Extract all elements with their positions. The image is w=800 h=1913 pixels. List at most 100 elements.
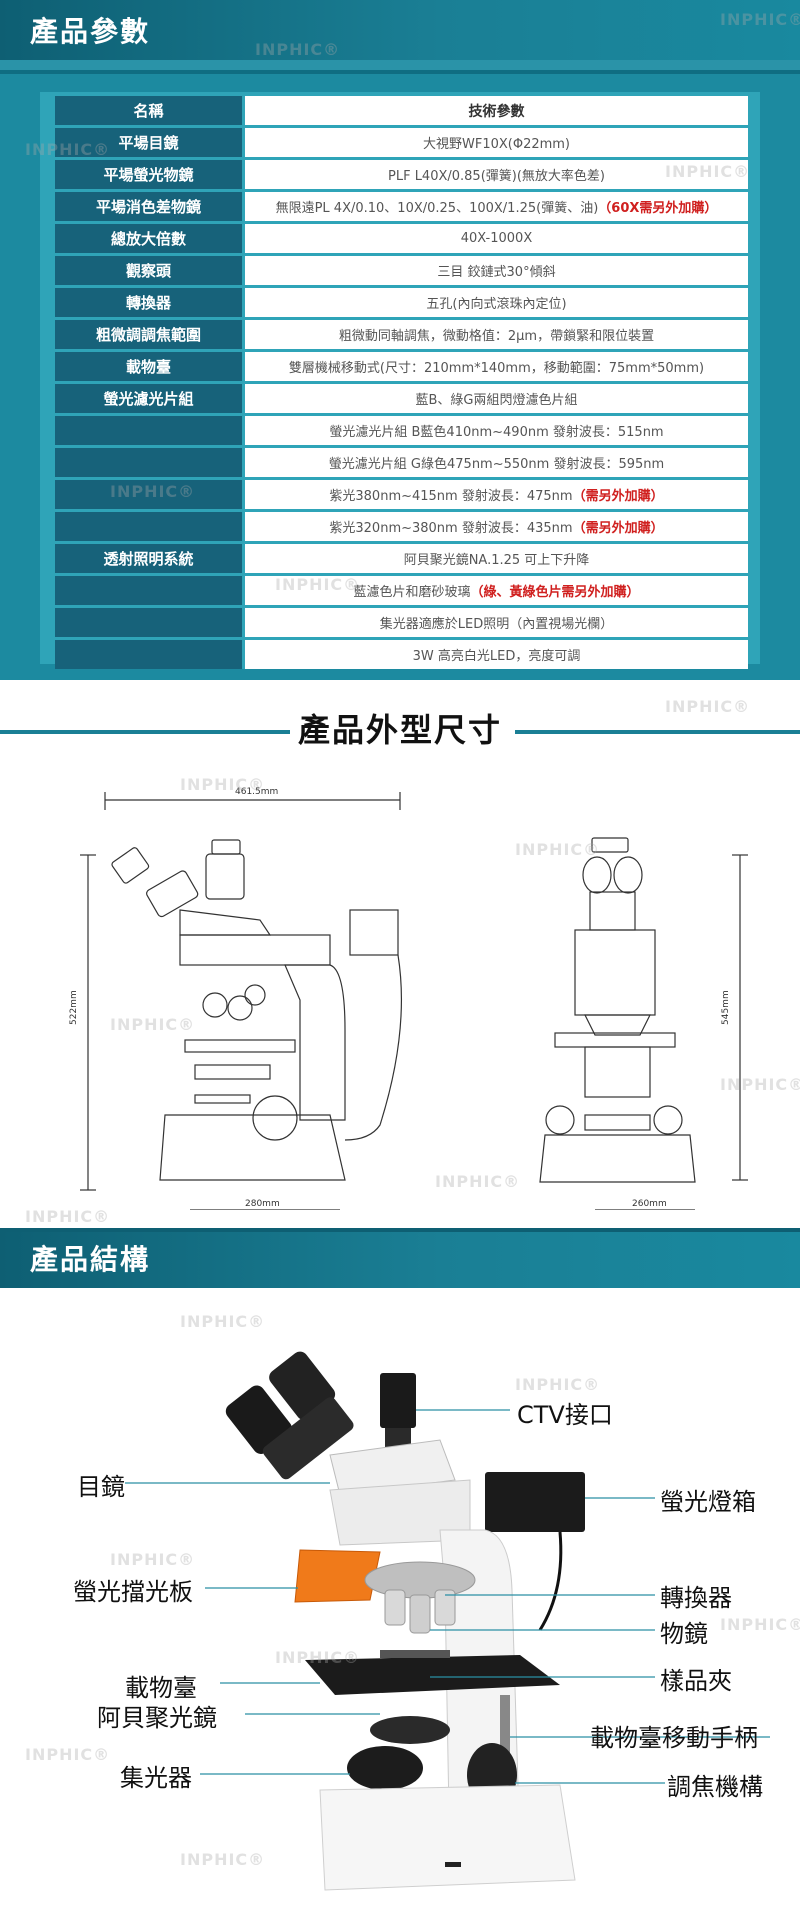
structure-header: 產品結構 xyxy=(0,1228,800,1288)
spec-key: 總放大倍數 xyxy=(55,224,245,253)
watermark: INPHIC® xyxy=(665,162,751,181)
watermark: INPHIC® xyxy=(275,1648,361,1667)
label-shield: 螢光擋光板 xyxy=(73,1578,193,1606)
spec-row: 透射照明系統 阿貝聚光鏡NA.1.25 可上下升降 xyxy=(55,544,748,573)
spec-key xyxy=(55,416,245,445)
spec-value: 阿貝聚光鏡NA.1.25 可上下升降 xyxy=(245,544,748,573)
params-header-bar xyxy=(0,60,800,72)
label-stage: 載物臺 xyxy=(125,1674,197,1702)
spec-value: 雙層機械移動式(尺寸：210mm*140mm，移動範圍：75mm*50mm) xyxy=(245,352,748,381)
label-focus: 調焦機構 xyxy=(667,1773,763,1801)
spec-value: 紫光320nm~380nm 發射波長：435nm（需另外加購） xyxy=(245,512,748,541)
spec-table: 名稱 技術參數 平場目鏡大視野WF10X(Φ22mm) 平場螢光物鏡 PLF L40… xyxy=(55,93,748,672)
spec-row: 粗微調調焦範圍粗微動同軸調焦，微動格值：2μm，帶鎖緊和限位裝置 xyxy=(55,320,748,349)
spec-row: 螢光濾光片組 藍B、綠G兩組閃燈濾色片組 xyxy=(55,384,748,413)
spec-value-text: PLF L40X/0.85(彈簧)(無放大率色差) xyxy=(388,169,605,184)
watermark: INPHIC® xyxy=(180,1850,266,1869)
spec-row: 紫光320nm~380nm 發射波長：435nm（需另外加購） xyxy=(55,512,748,541)
spec-value-note: （60X需另外加購） xyxy=(598,201,718,216)
spec-key: 觀察頭 xyxy=(55,256,245,285)
spec-value: 無限遠PL 4X/0.10、10X/0.25、100X/1.25(彈簧、油)（6… xyxy=(245,192,748,221)
spec-key: 透射照明系統 xyxy=(55,544,245,573)
spec-row: 螢光濾光片組 G綠色475nm~550nm 發射波長：595nm xyxy=(55,448,748,477)
spec-value: 粗微動同軸調焦，微動格值：2μm，帶鎖緊和限位裝置 xyxy=(245,320,748,349)
watermark: INPHIC® xyxy=(720,1075,800,1094)
spec-value-text: 集光器適應於LED照明（內置視場光欄） xyxy=(379,617,614,632)
spec-row: 3W 高亮白光LED，亮度可調 xyxy=(55,640,748,669)
dim-left-height: 522mm xyxy=(69,990,79,1025)
spec-key: 轉換器 xyxy=(55,288,245,317)
watermark: INPHIC® xyxy=(255,40,341,59)
spec-row: 載物臺 雙層機械移動式(尺寸：210mm*140mm，移動範圍：75mm*50mm… xyxy=(55,352,748,381)
spec-key: 平場目鏡 xyxy=(55,128,245,157)
spec-header-value: 技術參數 xyxy=(245,96,748,125)
params-header: 產品參數 xyxy=(0,0,800,60)
spec-value-text: 粗微動同軸調焦，微動格值：2μm，帶鎖緊和限位裝置 xyxy=(338,329,655,344)
spec-value: 紫光380nm~415nm 發射波長：475nm（需另外加購） xyxy=(245,480,748,509)
spec-key xyxy=(55,640,245,669)
structure-title: 產品結構 xyxy=(30,1243,151,1276)
dim-base-left: 280mm xyxy=(245,1199,280,1209)
spec-value-text: 3W 高亮白光LED，亮度可調 xyxy=(412,649,581,664)
spec-value: 三目 鉸鏈式30°傾斜 xyxy=(245,256,748,285)
spec-row: 藍濾色片和磨砂玻璃（綠、黃綠色片需另外加購） xyxy=(55,576,748,605)
spec-key xyxy=(55,480,245,509)
watermark: INPHIC® xyxy=(720,10,800,29)
watermark: INPHIC® xyxy=(665,697,751,716)
spec-value-text: 雙層機械移動式(尺寸：210mm*140mm，移動範圍：75mm*50mm) xyxy=(288,361,705,376)
spec-value: PLF L40X/0.85(彈簧)(無放大率色差) xyxy=(245,160,748,189)
spec-value: 3W 高亮白光LED，亮度可調 xyxy=(245,640,748,669)
spec-row: 紫光380nm~415nm 發射波長：475nm（需另外加購） xyxy=(55,480,748,509)
spec-value-text: 螢光濾光片組 B藍色410nm~490nm 發射波長：515nm xyxy=(329,425,664,440)
dim-top-width: 461.5mm xyxy=(235,787,278,797)
spec-value-note: （需另外加購） xyxy=(572,489,664,504)
watermark: INPHIC® xyxy=(25,1207,111,1226)
label-condenser: 阿貝聚光鏡 xyxy=(97,1704,217,1732)
watermark: INPHIC® xyxy=(110,1550,196,1569)
dimensions-title-bar: 產品外型尺寸 xyxy=(0,700,800,760)
label-lamp-box: 螢光燈箱 xyxy=(660,1488,756,1516)
spec-row: 集光器適應於LED照明（內置視場光欄） xyxy=(55,608,748,637)
spec-value-text: 紫光380nm~415nm 發射波長：475nm xyxy=(329,489,573,504)
spec-value-text: 藍B、綠G兩組閃燈濾色片組 xyxy=(415,393,578,408)
spec-key xyxy=(55,448,245,477)
spec-value: 40X-1000X xyxy=(245,224,748,253)
spec-row: 平場目鏡大視野WF10X(Φ22mm) xyxy=(55,128,748,157)
spec-value: 螢光濾光片組 G綠色475nm~550nm 發射波長：595nm xyxy=(245,448,748,477)
spec-row: 平場消色差物鏡無限遠PL 4X/0.10、10X/0.25、100X/1.25(… xyxy=(55,192,748,221)
spec-key: 平場消色差物鏡 xyxy=(55,192,245,221)
spec-header-key: 名稱 xyxy=(55,96,245,125)
watermark: INPHIC® xyxy=(110,482,196,501)
watermark: INPHIC® xyxy=(25,140,111,159)
spec-table-header: 名稱 技術參數 xyxy=(55,96,748,125)
spec-value: 集光器適應於LED照明（內置視場光欄） xyxy=(245,608,748,637)
label-clip: 樣品夾 xyxy=(660,1667,732,1695)
dim-base-right: 260mm xyxy=(632,1199,667,1209)
microscope-illustration xyxy=(125,1351,770,1891)
watermark: INPHIC® xyxy=(720,1615,800,1634)
watermark: INPHIC® xyxy=(180,1312,266,1331)
spec-value-note: （需另外加購） xyxy=(572,521,664,536)
label-eyepiece: 目鏡 xyxy=(77,1473,125,1501)
spec-key: 載物臺 xyxy=(55,352,245,381)
spec-key xyxy=(55,576,245,605)
label-stage-handle: 載物臺移動手柄 xyxy=(590,1724,758,1752)
spec-value: 藍濾色片和磨砂玻璃（綠、黃綠色片需另外加購） xyxy=(245,576,748,605)
spec-value-text: 三目 鉸鏈式30°傾斜 xyxy=(437,265,556,280)
watermark: INPHIC® xyxy=(180,775,266,794)
watermark: INPHIC® xyxy=(515,840,601,859)
watermark: INPHIC® xyxy=(275,575,361,594)
spec-key: 平場螢光物鏡 xyxy=(55,160,245,189)
spec-value: 五孔(內向式滾珠內定位) xyxy=(245,288,748,317)
label-objective: 物鏡 xyxy=(660,1620,708,1648)
spec-row: 平場螢光物鏡 PLF L40X/0.85(彈簧)(無放大率色差) xyxy=(55,160,748,189)
watermark: INPHIC® xyxy=(25,1745,111,1764)
dimension-drawing-svg: 461.5mm 522mm 280mm 260mm 545mm xyxy=(69,787,748,1211)
structure-header-bar xyxy=(0,1228,800,1232)
spec-value-text: 阿貝聚光鏡NA.1.25 可上下升降 xyxy=(403,553,590,568)
spec-value-text: 無限遠PL 4X/0.10、10X/0.25、100X/1.25(彈簧、油) xyxy=(275,201,599,216)
spec-value-text: 藍濾色片和磨砂玻璃 xyxy=(353,585,471,600)
spec-key: 螢光濾光片組 xyxy=(55,384,245,413)
dimension-drawing: 461.5mm 522mm 280mm 260mm 545mm xyxy=(0,770,800,1211)
